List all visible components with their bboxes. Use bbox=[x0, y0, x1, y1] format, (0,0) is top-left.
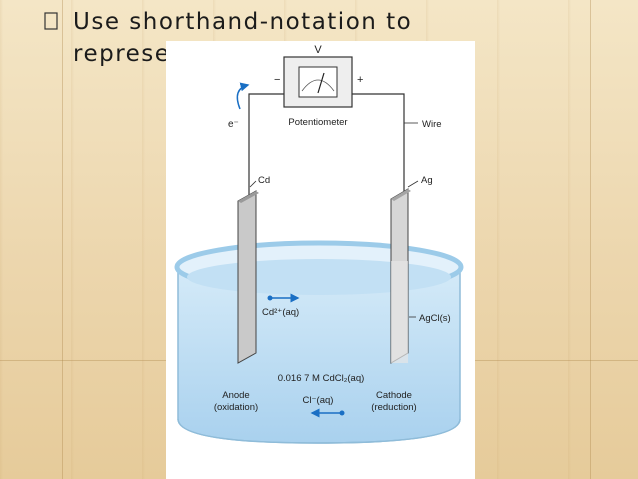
plus-terminal-label: + bbox=[357, 74, 363, 86]
left-electrode-label: Cd bbox=[258, 175, 270, 186]
background-rule bbox=[62, 0, 63, 479]
cation-label: Cd²⁺(aq) bbox=[262, 307, 299, 318]
square-bullet-icon bbox=[44, 12, 58, 30]
cathode-label: Cathode bbox=[376, 390, 412, 401]
cell-diagram: V − + Potentiometer e⁻ Wire Cd Ag bbox=[174, 44, 464, 444]
bullet-line-1: Use shorthand-notation to bbox=[73, 9, 413, 35]
anode-label: Anode bbox=[222, 390, 249, 401]
bullet-line-2: represe bbox=[73, 41, 171, 67]
voltage-symbol: V bbox=[314, 44, 322, 56]
precipitate-label: AgCl(s) bbox=[419, 313, 451, 324]
oxidation-label: (oxidation) bbox=[214, 402, 258, 413]
potentiometer-label: Potentiometer bbox=[288, 117, 347, 128]
silver-electrode bbox=[390, 188, 411, 364]
reduction-label: (reduction) bbox=[371, 402, 416, 413]
right-electrode-label: Ag bbox=[421, 175, 433, 186]
wire-label: Wire bbox=[422, 119, 442, 130]
background-rule bbox=[590, 0, 591, 479]
cadmium-electrode bbox=[237, 190, 259, 364]
anion-label: Cl⁻(aq) bbox=[303, 395, 334, 406]
slide-bullet-text: Use shorthand-notation to represe bbox=[73, 6, 593, 70]
circuit-wire bbox=[248, 93, 405, 209]
potentiometer bbox=[283, 56, 353, 108]
minus-terminal-label: − bbox=[274, 74, 280, 86]
electrochemical-cell-figure: V − + Potentiometer e⁻ Wire Cd Ag bbox=[166, 41, 475, 479]
electron-label: e⁻ bbox=[228, 119, 239, 130]
solution-label: 0.016 7 M CdCl₂(aq) bbox=[278, 373, 365, 384]
electron-flow-arrow-icon bbox=[236, 82, 250, 110]
